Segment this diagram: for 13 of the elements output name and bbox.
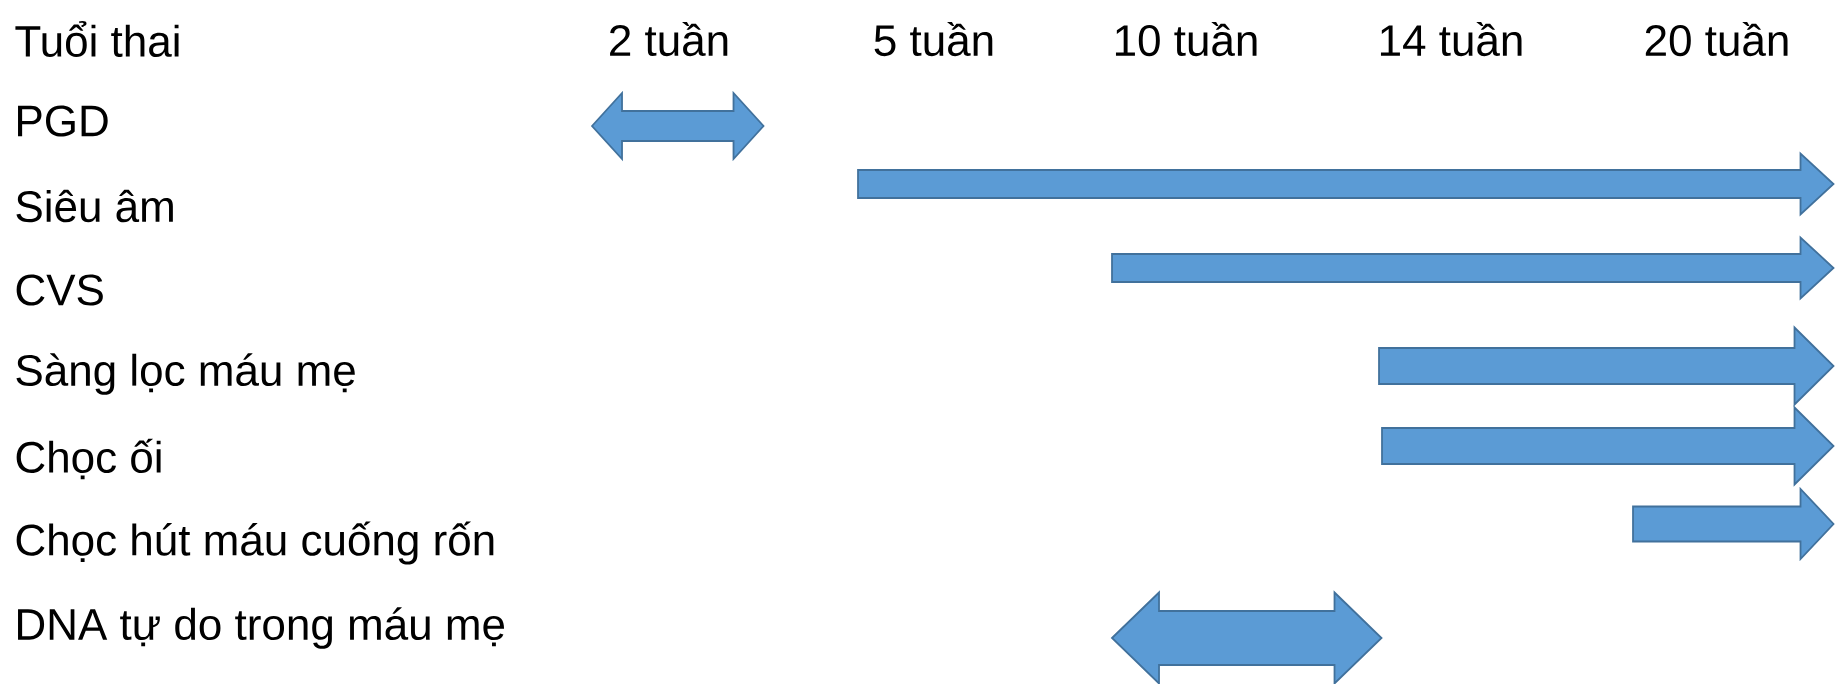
row-label: DNA tự do trong máu mẹ — [18, 607, 505, 649]
row-label: Chọc ối — [16, 438, 161, 480]
row-label: Tuổi thai — [15, 21, 179, 57]
row-label: Sàng lọc máu mẹ — [16, 353, 355, 395]
row-label: PGD — [18, 105, 108, 137]
column-header: 2 tuần — [610, 21, 728, 57]
column-header: 14 tuần — [1380, 21, 1522, 57]
column-header: 20 tuần — [1645, 21, 1788, 57]
row-label: Siêu âm — [16, 189, 173, 223]
column-header: 5 tuần — [874, 21, 993, 57]
column-header: 10 tuần — [1115, 21, 1257, 57]
row-label: CVS — [16, 274, 103, 306]
row-label: Chọc hút máu cuống rốn — [16, 521, 494, 565]
